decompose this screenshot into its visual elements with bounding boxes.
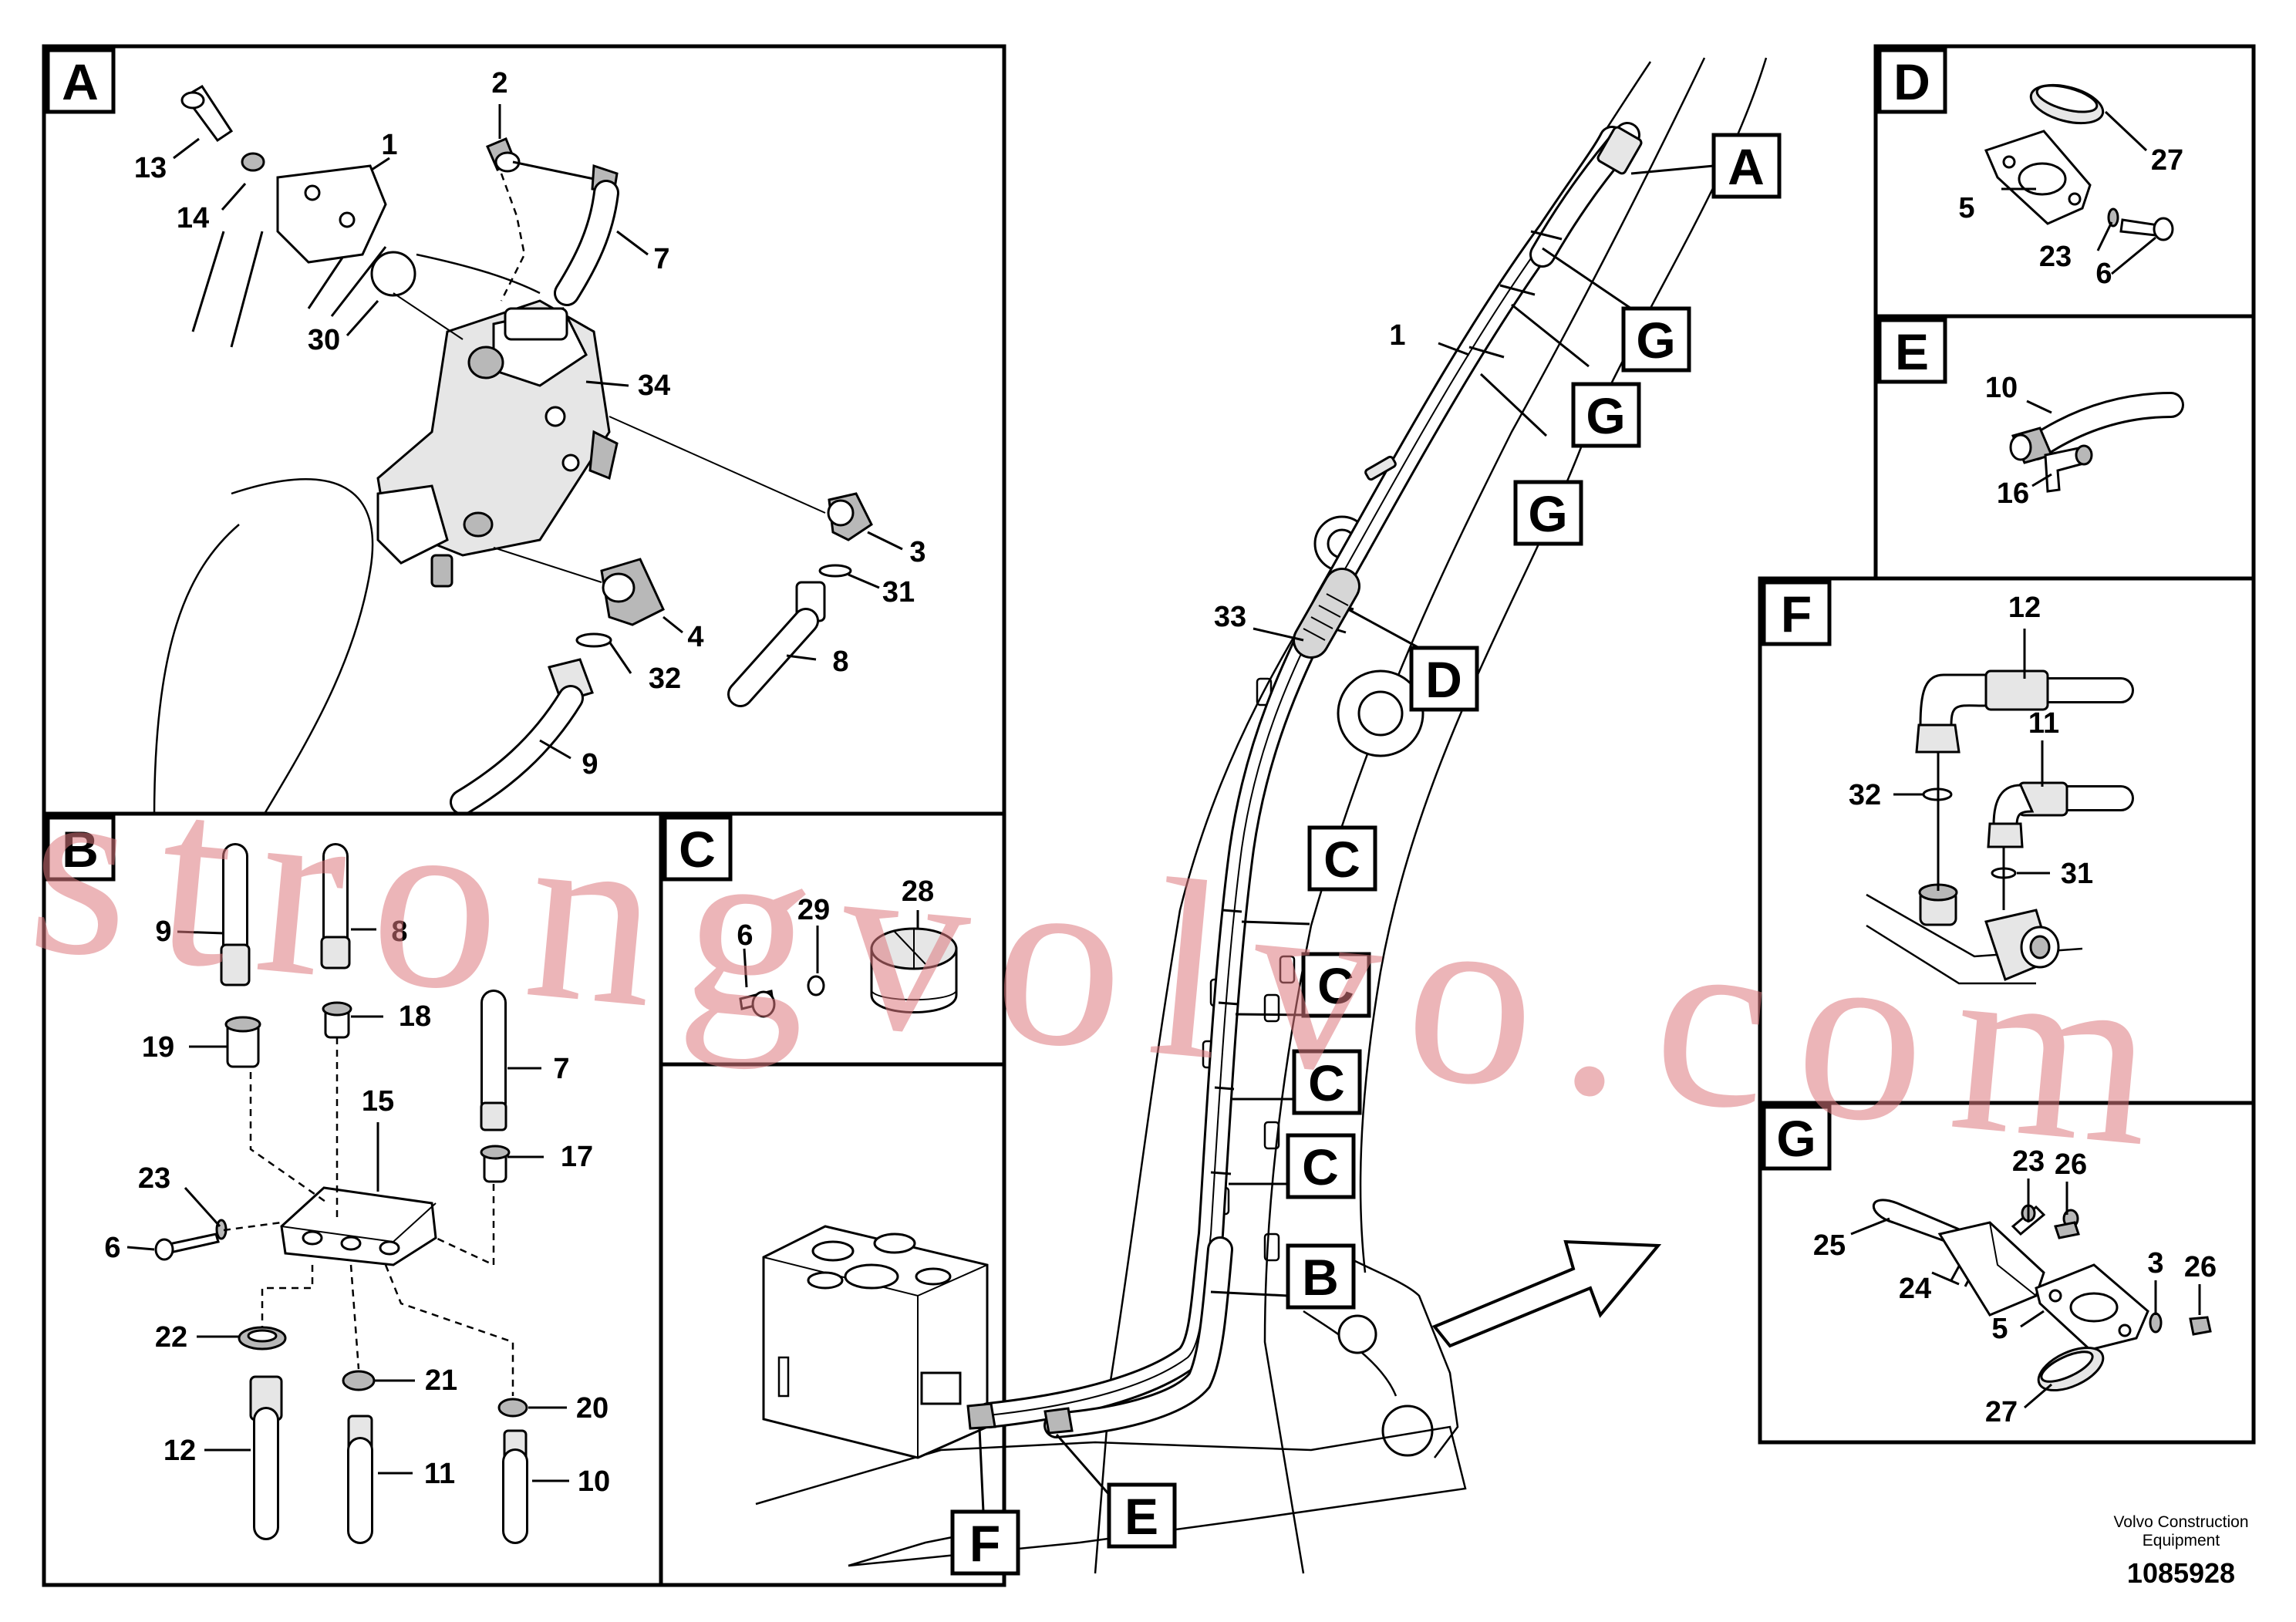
main-tag-g-1: G — [1636, 312, 1675, 369]
callout-c-28: 28 — [902, 875, 934, 908]
callout-b-17: 17 — [561, 1141, 593, 1173]
callout-a-32: 32 — [649, 663, 681, 695]
callout-f-11: 11 — [2028, 707, 2059, 740]
main-tag-g-2: G — [1586, 387, 1625, 444]
callout-b-18: 18 — [399, 1000, 431, 1033]
callout-b-7: 7 — [553, 1053, 569, 1085]
callout-c-6: 6 — [737, 919, 753, 952]
callout-a-9: 9 — [582, 748, 598, 781]
callout-b-15: 15 — [362, 1085, 394, 1118]
callout-g-26: 26 — [2055, 1148, 2087, 1181]
main-tag-c-4: C — [1302, 1138, 1339, 1195]
callout-a-2: 2 — [491, 67, 507, 99]
panel-e-tag: E — [1895, 323, 1929, 380]
callout-c-29: 29 — [797, 894, 830, 926]
callout-b-10: 10 — [578, 1465, 610, 1498]
company-name-line2: Equipment — [2143, 1532, 2220, 1549]
panel-c-tag: C — [679, 821, 716, 878]
detail-panel-g: G 23 26 25 24 3 26 5 27 — [1758, 1101, 2256, 1445]
callout-g-3: 3 — [2147, 1247, 2163, 1280]
title-block: Volvo Construction Equipment 1085928 — [2113, 1513, 2248, 1589]
callout-e-16: 16 — [1997, 477, 2029, 510]
callout-d-5: 5 — [1958, 192, 1974, 224]
callout-g-27: 27 — [1985, 1396, 2018, 1428]
callout-b-19: 19 — [142, 1031, 174, 1064]
panel-f-tag: F — [1781, 585, 1812, 642]
detail-panel-c: C 6 29 28 — [659, 811, 1006, 1067]
callout-b-22: 22 — [155, 1321, 187, 1354]
main-callout-1: 1 — [1389, 319, 1405, 352]
main-tag-d: D — [1425, 651, 1462, 708]
company-name-line1: Volvo Construction — [2113, 1513, 2248, 1531]
callout-a-7: 7 — [653, 243, 669, 275]
callout-d-6: 6 — [2095, 258, 2112, 290]
callout-b-6: 6 — [104, 1232, 120, 1264]
main-tag-c-2: C — [1317, 957, 1354, 1014]
callout-f-12: 12 — [2008, 592, 2041, 624]
main-tag-e: E — [1124, 1488, 1158, 1545]
callout-b-20: 20 — [576, 1392, 609, 1425]
callout-a-1: 1 — [381, 129, 397, 161]
callout-a-31: 31 — [882, 576, 915, 609]
main-tag-g-3: G — [1528, 485, 1567, 542]
callout-b-9: 9 — [155, 916, 171, 948]
callout-g-24: 24 — [1899, 1273, 1931, 1305]
panel-a-tag: A — [62, 53, 99, 110]
callout-b-21: 21 — [425, 1364, 457, 1397]
callout-b-8: 8 — [391, 916, 407, 948]
callout-a-34: 34 — [638, 369, 670, 402]
callout-d-23: 23 — [2039, 241, 2072, 273]
callout-a-8: 8 — [832, 646, 848, 678]
callout-g-25: 25 — [1813, 1229, 1846, 1262]
callout-a-4: 4 — [687, 621, 703, 653]
callout-b-12: 12 — [164, 1435, 196, 1467]
main-tag-c-1: C — [1323, 831, 1360, 888]
callout-f-32: 32 — [1849, 779, 1881, 811]
drawing-number: 1085928 — [2127, 1557, 2235, 1589]
callout-a-13: 13 — [134, 152, 167, 184]
main-tag-a: A — [1728, 138, 1765, 195]
main-assembly-view: A G G G D C C C C B F E 1 33 — [755, 57, 1782, 1576]
panel-d-tag: D — [1893, 53, 1930, 110]
panel-b-tag: B — [62, 821, 99, 878]
callout-a-30: 30 — [308, 324, 340, 356]
callout-g-23: 23 — [2012, 1145, 2045, 1178]
detail-panel-d: D 27 5 23 6 — [1873, 44, 2256, 319]
detail-panel-f: F 12 11 32 31 — [1758, 576, 2256, 1105]
main-tag-c-3: C — [1308, 1054, 1345, 1111]
callout-d-27: 27 — [2151, 144, 2183, 177]
callout-a-3: 3 — [909, 536, 925, 568]
callout-g-26b: 26 — [2184, 1251, 2217, 1283]
detail-panel-a: A 13 14 1 2 7 30 34 3 31 4 8 32 9 — [42, 44, 1006, 820]
callout-e-10: 10 — [1985, 372, 2018, 404]
detail-panel-b: B 9 8 18 19 7 15 17 23 6 22 21 20 12 11 … — [42, 811, 663, 1587]
panel-g-tag: G — [1776, 1110, 1816, 1167]
callout-f-31: 31 — [2061, 858, 2093, 890]
callout-b-23: 23 — [138, 1162, 170, 1195]
main-tag-f: F — [969, 1515, 1000, 1572]
callout-a-14: 14 — [177, 202, 209, 234]
main-tag-b: B — [1302, 1249, 1339, 1306]
main-callout-33: 33 — [1214, 601, 1246, 633]
detail-panel-e: E 10 16 — [1873, 314, 2256, 581]
callout-g-5: 5 — [1991, 1313, 2008, 1345]
callout-b-11: 11 — [424, 1458, 455, 1490]
